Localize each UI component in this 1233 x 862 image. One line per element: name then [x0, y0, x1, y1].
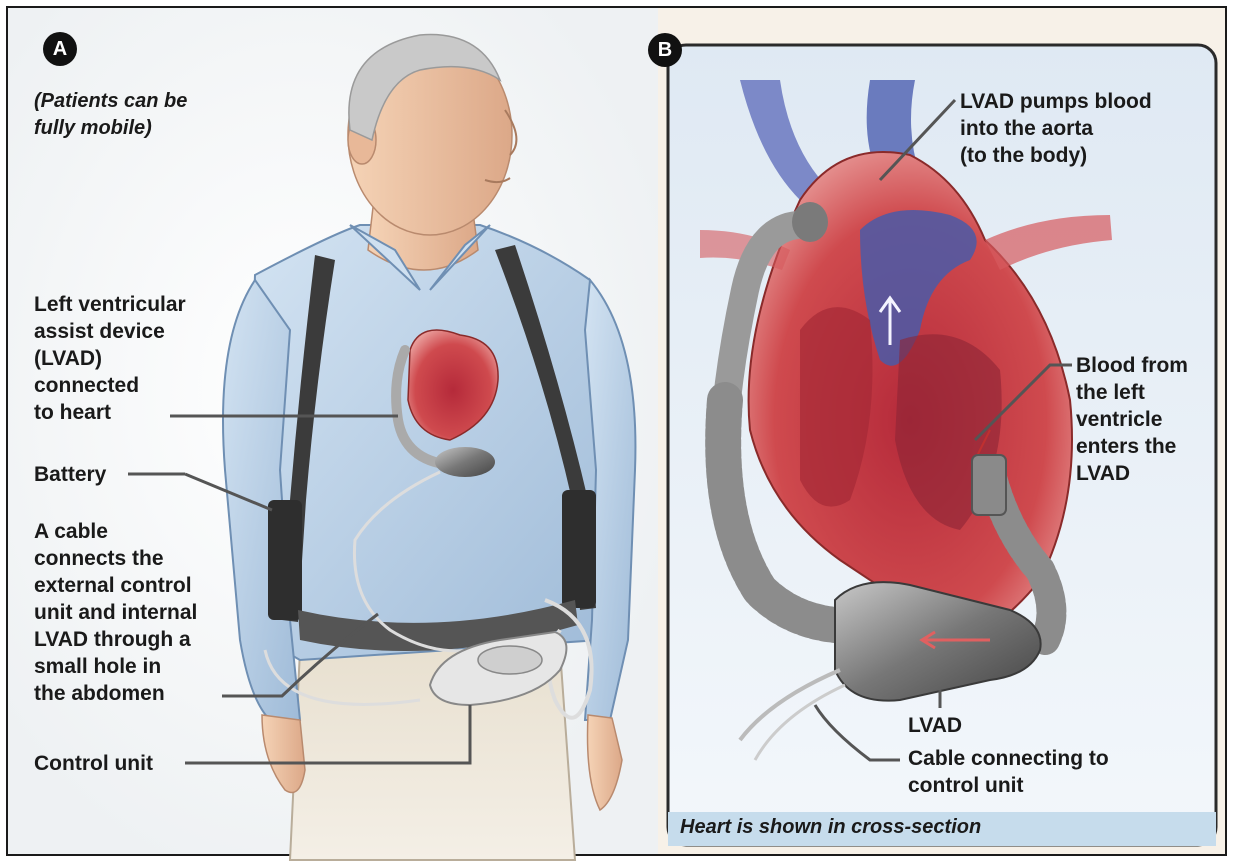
panel-b-badge: B: [648, 33, 682, 67]
battery-right: [562, 490, 596, 608]
label-lvad-connected: Left ventricular assist device (LVAD) co…: [34, 291, 186, 426]
cross-section-caption-bar: Heart is shown in cross-section: [668, 812, 1216, 846]
cross-section-caption: Heart is shown in cross-section: [680, 816, 981, 839]
label-lvad-pumps-blood: LVAD pumps blood into the aorta (to the …: [960, 88, 1152, 169]
label-cable-to-control-unit: Cable connecting to control unit: [908, 745, 1109, 799]
label-blood-from-ventricle: Blood from the left ventricle enters the…: [1076, 352, 1188, 487]
mobility-note: (Patients can be fully mobile): [34, 88, 187, 142]
battery-left: [268, 500, 302, 620]
label-battery: Battery: [34, 461, 106, 488]
label-control-unit: Control unit: [34, 750, 153, 777]
label-lvad: LVAD: [908, 712, 962, 739]
panel-a-badge: A: [43, 32, 77, 66]
label-cable-description: A cable connects the external control un…: [34, 518, 197, 707]
